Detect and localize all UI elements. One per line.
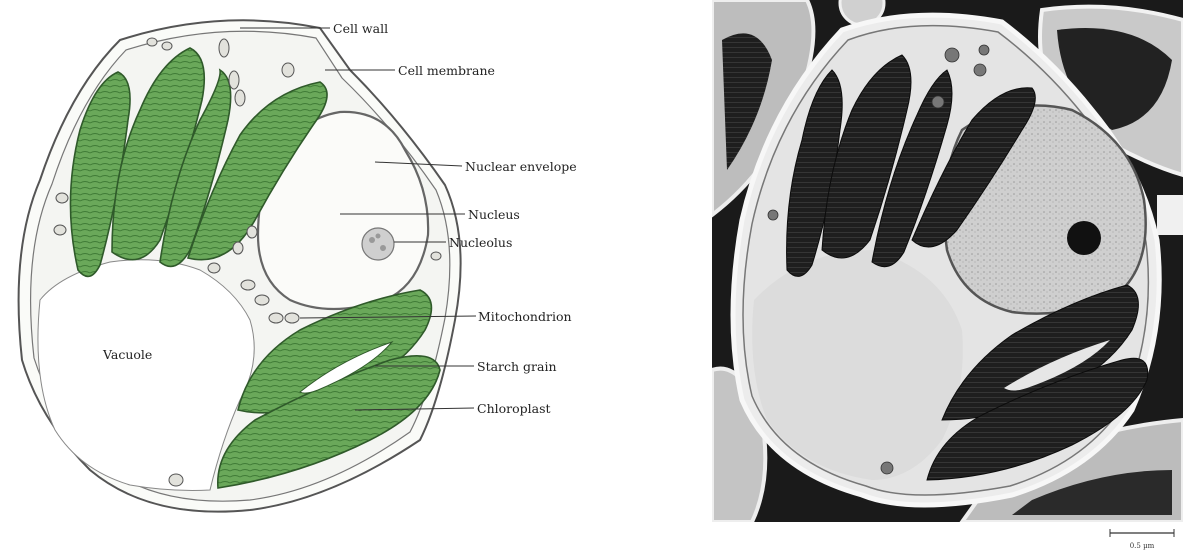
mitochondrion xyxy=(54,225,66,235)
mitochondrion xyxy=(285,313,299,323)
mitochondrion xyxy=(169,474,183,486)
mitochondrion xyxy=(233,242,243,254)
electron-micrograph-panel: 0.5 µm xyxy=(712,0,1183,555)
mitochondrion xyxy=(219,39,229,57)
label-mitochondrion: Mitochondrion xyxy=(478,309,572,324)
label-nucleolus: Nucleolus xyxy=(449,235,512,250)
micrograph-nucleolus xyxy=(1067,221,1101,255)
mitochondrion xyxy=(56,193,68,203)
mitochondrion xyxy=(208,263,220,273)
mitochondrion xyxy=(247,226,257,238)
electron-micrograph: 0.5 µm xyxy=(712,0,1183,555)
nucleolus xyxy=(362,228,394,260)
mitochondrion xyxy=(147,38,157,46)
mitochondrion xyxy=(241,280,255,290)
mitochondrion xyxy=(431,252,441,260)
label-chloroplast: Chloroplast xyxy=(477,401,551,416)
label-cell-wall: Cell wall xyxy=(333,21,388,36)
mitochondrion xyxy=(255,295,269,305)
mitochondrion xyxy=(269,313,283,323)
cell-drawing: Cell wall Cell membrane Nuclear envelope… xyxy=(0,0,700,555)
label-starch-grain: Starch grain xyxy=(477,359,557,374)
label-cell-membrane: Cell membrane xyxy=(398,63,495,78)
cell-drawing-panel: Cell wall Cell membrane Nuclear envelope… xyxy=(0,0,700,555)
mitochondrion xyxy=(235,90,245,106)
scale-bar-label: 0.5 µm xyxy=(1130,542,1155,550)
mitochondrion xyxy=(162,42,172,50)
mitochondrion xyxy=(229,71,239,89)
label-nucleus: Nucleus xyxy=(468,207,520,222)
label-nuclear-envelope: Nuclear envelope xyxy=(465,159,577,174)
label-vacuole: Vacuole xyxy=(102,347,152,362)
mitochondrion xyxy=(282,63,294,77)
